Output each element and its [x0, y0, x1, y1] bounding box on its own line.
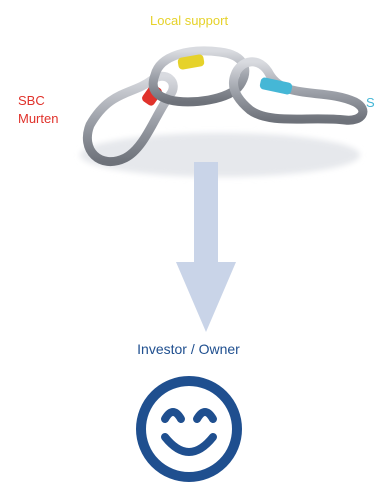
smiley-face-icon: [136, 376, 242, 482]
local-support-label: Local support: [150, 13, 229, 28]
sbc-murten-label: SBC Murten: [18, 92, 58, 128]
partner-label: S: [366, 95, 375, 110]
carabiner-chain-icon: [80, 46, 368, 177]
carabiner-right: [229, 57, 368, 125]
chain-shadow: [80, 133, 360, 177]
sbc-label-line2: Murten: [18, 111, 59, 126]
sbc-label-line1: SBC: [18, 93, 45, 108]
partner-sleeve: [259, 77, 293, 95]
down-arrow-icon: [176, 162, 236, 332]
carabiner-middle: [148, 46, 250, 107]
investor-owner-label: Investor / Owner: [137, 341, 240, 357]
carabiner-left: [82, 71, 178, 167]
local-support-sleeve: [177, 54, 205, 70]
